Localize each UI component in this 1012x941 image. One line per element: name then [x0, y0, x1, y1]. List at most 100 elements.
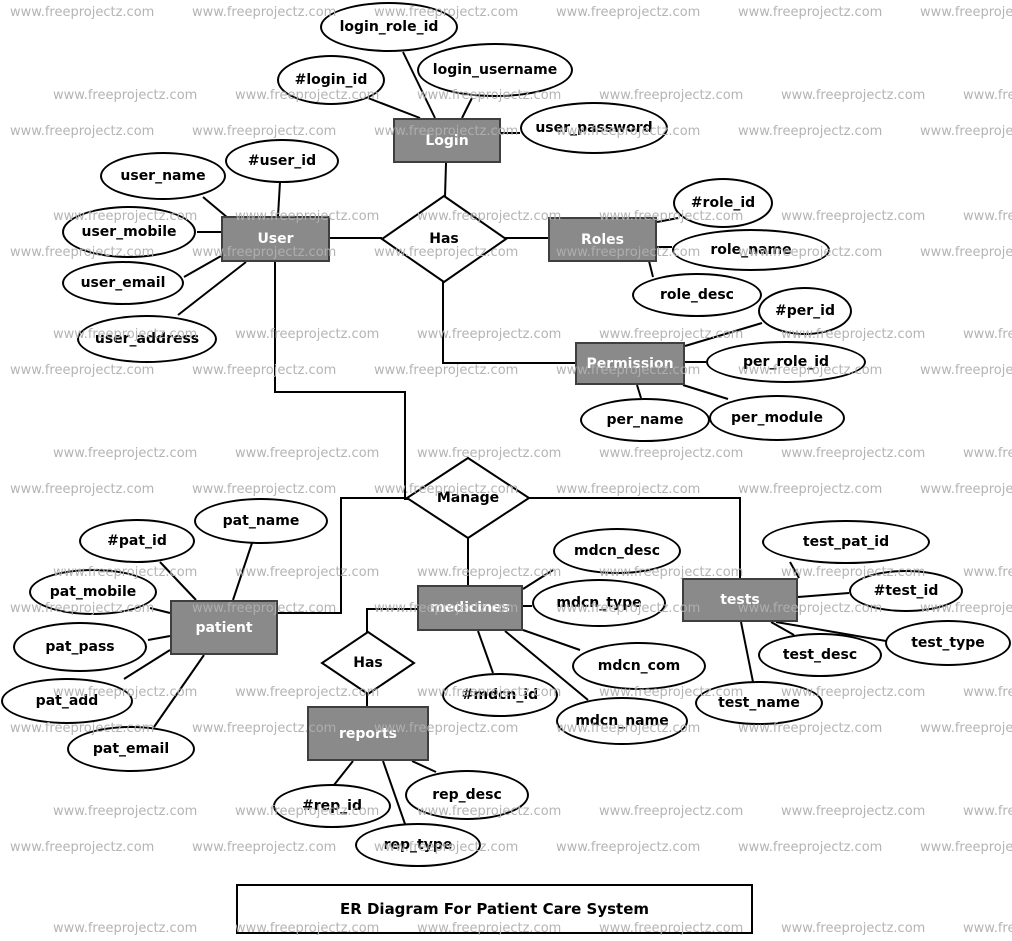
edge-login_username-login [461, 97, 473, 119]
attribute-ellipse-user_password: user_password [520, 102, 668, 154]
entity-reports: reports [307, 706, 429, 761]
edge-role_id-roles [656, 217, 679, 223]
entity-label-roles: Roles [580, 231, 625, 248]
attribute-label-per_module: per_module [731, 410, 823, 426]
attribute-ellipse-pat_email: pat_email [67, 726, 195, 772]
attribute-ellipse-login_role_id: login_role_id [320, 2, 458, 52]
relationship-diamond-has-1 [380, 194, 508, 284]
edge-manage-tests [529, 497, 741, 578]
edge-mdcn_name-medicines [504, 630, 589, 701]
attribute-ellipse-mdcn_type: mdcn_type [532, 579, 666, 627]
attribute-ellipse-test_id: #test_id [849, 570, 963, 612]
attribute-label-login_id: #login_id [294, 72, 368, 88]
entity-label-tests: tests [720, 592, 760, 608]
attribute-label-user_password: user_password [535, 120, 653, 136]
entity-label-patient: patient [195, 619, 253, 636]
entity-patient: patient [170, 600, 278, 655]
attribute-label-pat_pass: pat_pass [45, 639, 115, 655]
relationship-diamond-has-2 [320, 630, 416, 696]
edge-pat_name-patient [232, 542, 253, 601]
attribute-ellipse-per_id: #per_id [758, 287, 852, 335]
attribute-label-role_id: #role_id [690, 195, 756, 211]
relationship-label-manage: Manage [436, 490, 500, 506]
attribute-ellipse-test_desc: test_desc [758, 633, 882, 677]
attribute-label-per_id: #per_id [775, 303, 835, 319]
diagram-title: ER Diagram For Patient Care System [339, 900, 650, 918]
attribute-ellipse-user_mobile: user_mobile [62, 206, 196, 258]
edge-test_type-tests [775, 621, 887, 642]
attribute-label-test_pat_id: test_pat_id [802, 534, 890, 550]
attribute-label-role_name: role_name [710, 242, 792, 258]
entity-medicines: medicines [417, 585, 523, 631]
attribute-ellipse-test_name: test_name [695, 681, 823, 725]
entity-label-permission: Permission [586, 355, 674, 372]
attribute-ellipse-rep_type: rep_type [355, 823, 481, 867]
attribute-label-pat_mobile: pat_mobile [49, 584, 137, 600]
attribute-ellipse-pat_add: pat_add [1, 678, 133, 724]
edge-pat_id-patient [159, 561, 197, 601]
entity-login: Login [393, 118, 501, 163]
attribute-ellipse-mdcn_name: mdcn_name [556, 697, 688, 745]
attribute-label-user_email: user_email [80, 275, 166, 291]
attribute-ellipse-test_type: test_type [885, 620, 1011, 666]
edge-mdcn_desc-medicines [522, 569, 554, 590]
attribute-label-pat_name: pat_name [222, 513, 300, 529]
edge-pat_pass-patient [147, 635, 171, 641]
attribute-ellipse-role_desc: role_desc [632, 273, 762, 317]
attribute-label-pat_email: pat_email [92, 741, 170, 757]
attribute-ellipse-test_pat_id: test_pat_id [762, 520, 930, 564]
attribute-ellipse-per_role_id: per_role_id [706, 341, 866, 383]
attribute-ellipse-user_name: user_name [100, 152, 226, 200]
attribute-label-mdcn_type: mdcn_type [556, 595, 642, 611]
attribute-ellipse-user_address: user_address [77, 315, 217, 363]
entity-roles: Roles [548, 217, 657, 262]
relationship-label-has-2: Has [353, 655, 383, 671]
attribute-ellipse-per_module: per_module [709, 395, 845, 441]
edge-pat_email-patient [153, 654, 205, 728]
edge-test_desc-tests [770, 621, 795, 636]
attribute-label-test_id: #test_id [873, 583, 939, 599]
attribute-label-pat_add: pat_add [35, 693, 99, 709]
entity-permission: Permission [575, 342, 685, 385]
attribute-ellipse-user_email: user_email [62, 261, 184, 305]
edge-has-1-permission [442, 282, 575, 364]
attribute-label-role_desc: role_desc [660, 287, 734, 303]
attribute-label-test_type: test_type [911, 635, 985, 651]
edge-test_name-tests [740, 621, 754, 683]
attribute-label-per_role_id: per_role_id [742, 354, 830, 370]
edge-rep_type-reports [382, 760, 406, 825]
attribute-ellipse-per_name: per_name [580, 398, 710, 442]
edge-login-has-1 [444, 162, 447, 198]
edge-per_id-permission [684, 322, 763, 347]
edge-mdcn_id-medicines [477, 630, 494, 674]
attribute-label-rep_desc: rep_desc [432, 787, 502, 803]
attribute-label-per_name: per_name [606, 412, 684, 428]
edge-user_email-user [183, 255, 222, 278]
edge-user_id-user [277, 181, 281, 217]
edge-login_id-login [367, 97, 421, 119]
edge-per_name-permission [636, 384, 642, 399]
diagram-title-box: ER Diagram For Patient Care System [236, 884, 753, 934]
attribute-label-test_name: test_name [718, 695, 800, 711]
attribute-ellipse-pat_id: #pat_id [79, 519, 195, 563]
attribute-label-login_username: login_username [432, 62, 558, 78]
edge-user_name-user [202, 196, 229, 219]
attribute-ellipse-rep_id: #rep_id [273, 784, 391, 828]
edge-rep_desc-reports [411, 760, 437, 773]
entity-label-user: User [257, 231, 294, 247]
edge-test_id-tests [797, 592, 850, 598]
attribute-ellipse-pat_mobile: pat_mobile [29, 569, 157, 615]
edge-rep_id-reports [333, 760, 354, 786]
edge-pat_mobile-patient [149, 607, 171, 614]
attribute-ellipse-mdcn_id: #mdcn_id [442, 673, 558, 717]
attribute-label-rep_id: #rep_id [302, 798, 362, 814]
entity-tests: tests [682, 578, 798, 622]
edge-test_pat_id-tests [789, 561, 800, 579]
attribute-ellipse-rep_desc: rep_desc [405, 770, 529, 820]
attribute-ellipse-mdcn_com: mdcn_com [572, 642, 706, 690]
edge-medicines-has-2 [366, 608, 417, 633]
edge-user-manage [274, 262, 409, 500]
edge-manage-patient [278, 497, 409, 614]
